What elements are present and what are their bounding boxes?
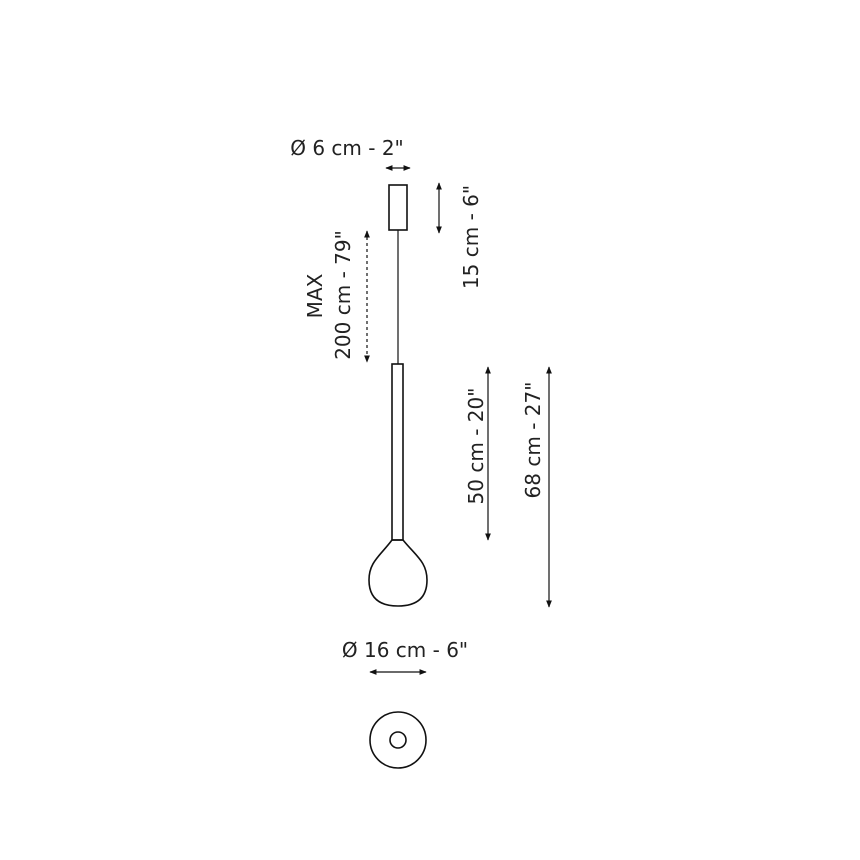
- body-height-label: 50 cm - 20": [464, 388, 488, 505]
- total-height-label: 68 cm - 27": [521, 382, 545, 499]
- lamp-stem: [391, 363, 404, 541]
- canopy: [388, 184, 408, 231]
- cable-length-label: 200 cm - 79": [331, 230, 355, 360]
- lamp-shade: [368, 539, 428, 607]
- top-view-inner-circle: [389, 731, 407, 749]
- canopy-height-label: 15 cm - 6": [459, 185, 483, 289]
- cable-max-label: MAX: [303, 273, 327, 318]
- top-view-outer-circle: [369, 711, 427, 769]
- canopy-diameter-label: Ø 6 cm - 2": [290, 136, 404, 160]
- shade-diameter-label: Ø 16 cm - 6": [342, 638, 468, 662]
